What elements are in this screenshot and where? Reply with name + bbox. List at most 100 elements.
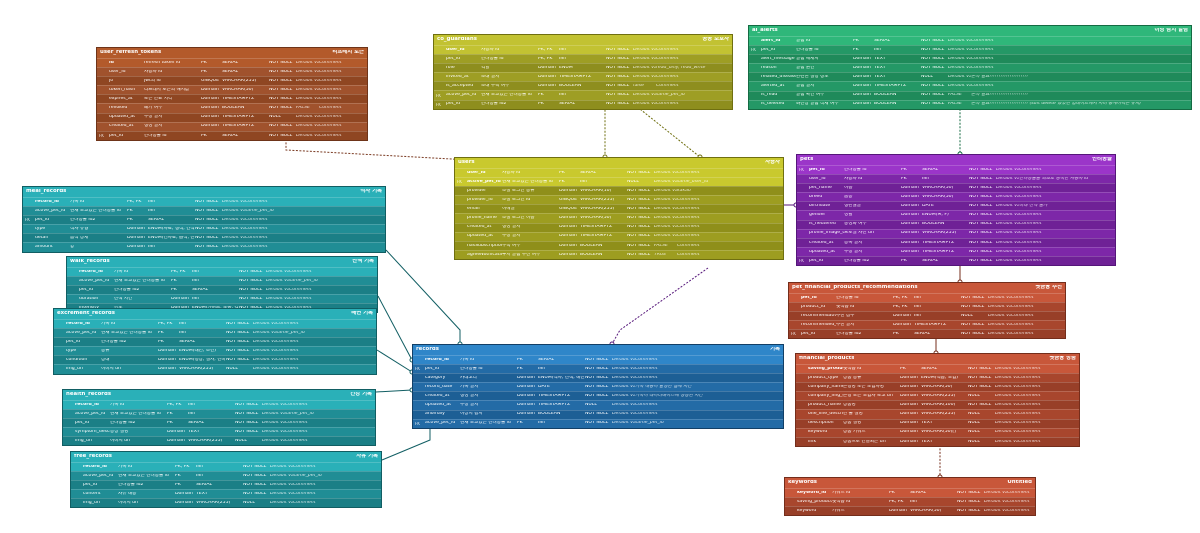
table-row[interactable]: related_disease_info관련된 질병 정보DomainTEXTN… [749,72,1191,82]
table-row[interactable]: profile_image_url프로필 사진 urlDomainVARCHAR… [797,228,1115,238]
table-row[interactable]: intensity강도DomainENUM(가벼움, 보통, 격렬함)NOT N… [67,303,377,313]
table-row[interactable]: agreeNotification푸시 알림 수신 여부DomainBOOLEA… [455,249,783,259]
table-row[interactable]: recommended_at추천 일시DomainTIMESTAMPTZNOT … [789,320,1065,330]
table-row[interactable]: recommendations_score추천 점수DomainINTNULLD… [789,311,1065,321]
table-row[interactable]: one_line_description한 줄 설명DomainVARCHAR(… [796,409,1079,419]
